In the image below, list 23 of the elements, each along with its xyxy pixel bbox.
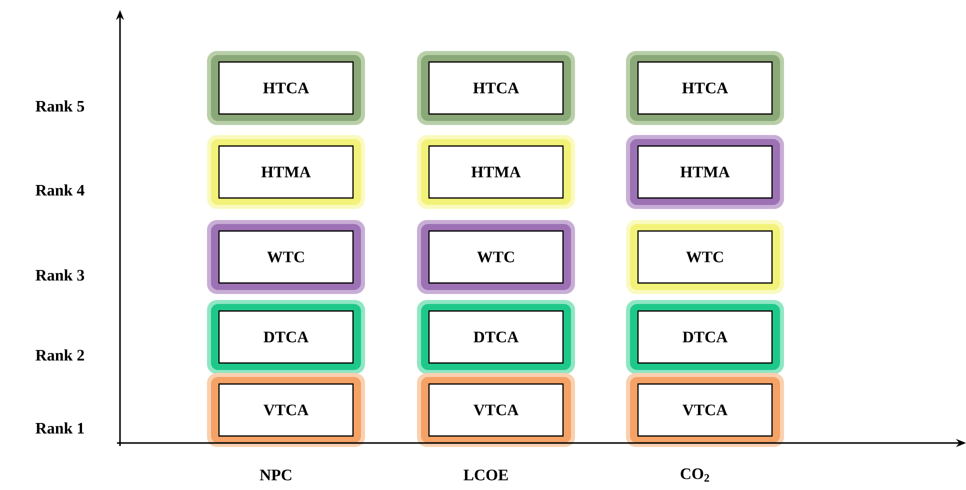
axis-label: CO$_{2}$ bbox=[680, 468, 710, 482]
glowing-box: WTC bbox=[626, 220, 784, 294]
glowing-box: DTCA bbox=[626, 300, 784, 374]
glowing-box: WTC bbox=[417, 220, 575, 294]
glowing-box: HTMA bbox=[626, 135, 784, 209]
glowing-box: HTCA bbox=[626, 51, 784, 125]
glowing-box: VTCA bbox=[626, 373, 784, 447]
glowing-box: HTMA bbox=[417, 135, 575, 209]
glowing-box: WTC bbox=[207, 220, 365, 294]
axis-label: LCOE bbox=[464, 470, 508, 480]
axis-label: Rank 2 bbox=[36, 349, 84, 361]
glowing-box: HTCA bbox=[417, 51, 575, 125]
axis-label: Rank 4 bbox=[36, 184, 84, 196]
glowing-box: DTCA bbox=[207, 300, 365, 374]
glowing-box: HTCA bbox=[207, 51, 365, 125]
axis-label: Rank 3 bbox=[36, 269, 84, 281]
glowing-box: HTMA bbox=[207, 135, 365, 209]
axis-label: NPC bbox=[260, 470, 292, 480]
axis-label: Rank 1 bbox=[36, 422, 84, 434]
axis-label: Rank 5 bbox=[36, 100, 84, 112]
glowing-box: VTCA bbox=[417, 373, 575, 447]
glowing-box: VTCA bbox=[207, 373, 365, 447]
glowing-box: DTCA bbox=[417, 300, 575, 374]
